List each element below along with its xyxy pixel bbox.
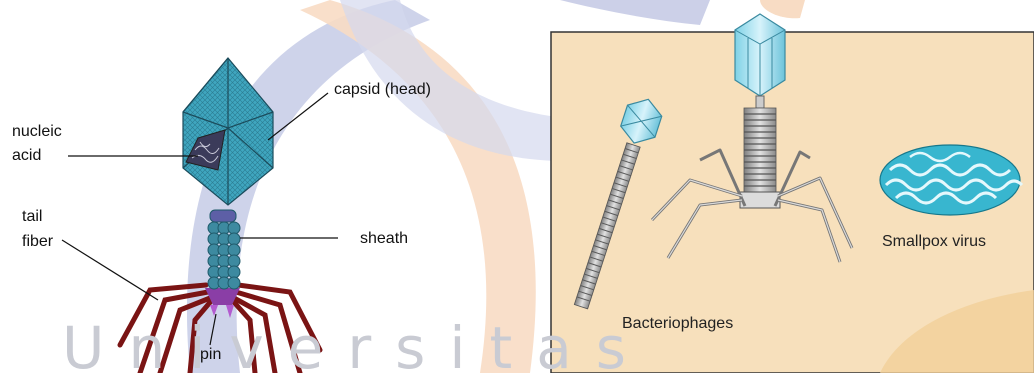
label-tail: tail (22, 207, 42, 226)
label-capsid: capsid (head) (334, 80, 431, 99)
watermark-text: Universitas (62, 318, 650, 378)
label-acid: acid (12, 146, 41, 165)
label-sheath: sheath (360, 229, 408, 248)
label-nucleic: nucleic (12, 122, 62, 141)
smallpox-virus (880, 145, 1022, 215)
label-bacteriophages: Bacteriophages (622, 314, 733, 333)
label-smallpox: Smallpox virus (882, 232, 986, 251)
label-fiber: fiber (22, 232, 53, 251)
sheath-segments (208, 210, 240, 289)
label-pin: pin (200, 345, 221, 364)
